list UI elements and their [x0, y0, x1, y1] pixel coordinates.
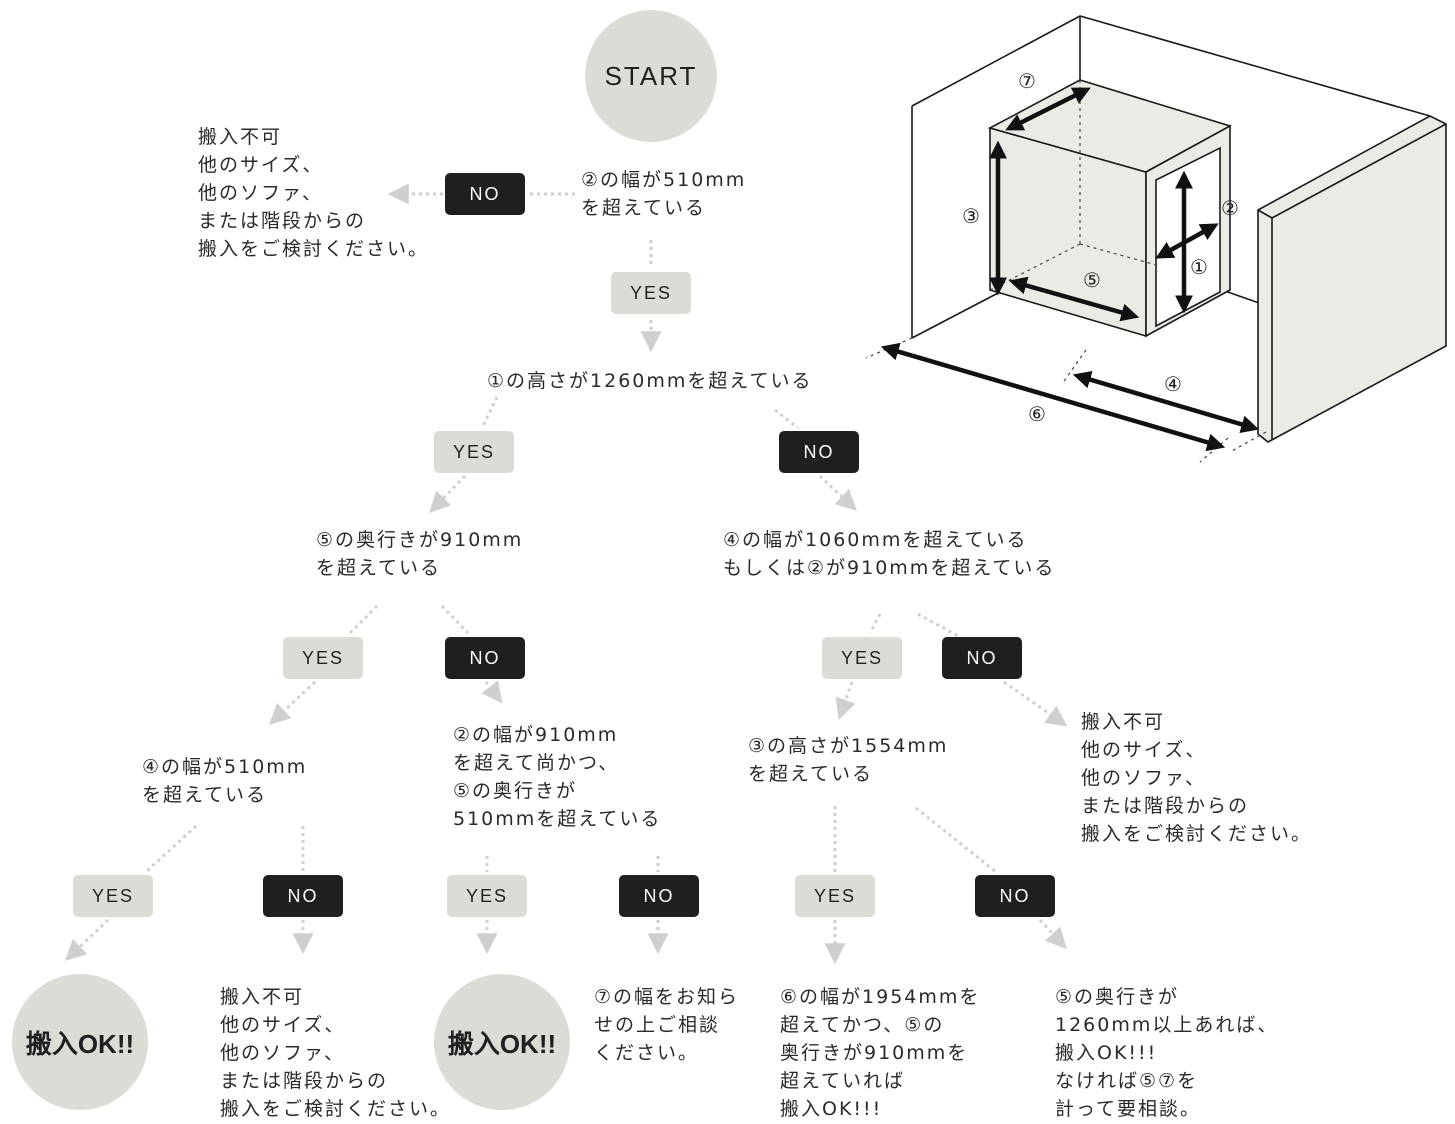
- label-2: ②: [1221, 196, 1239, 220]
- q6-yes-badge: YES: [447, 875, 527, 917]
- room-side-panel: [1257, 115, 1447, 443]
- q1-yes-badge: YES: [611, 272, 691, 314]
- q4-yes-badge: YES: [822, 637, 902, 679]
- question-7: ③の高さが1554mm を超えている: [748, 735, 949, 785]
- q6-no-result: ⑦の幅をお知ら せの上ご相談 ください。: [594, 986, 740, 1064]
- dimension-arrow-6: [880, 342, 1226, 452]
- dimension-arrow-2: [1155, 223, 1219, 259]
- label-5: ⑤: [1083, 268, 1101, 292]
- connector-q7-no: [1038, 918, 1067, 950]
- label-4: ④: [1164, 372, 1182, 396]
- connector-q4-no: [1003, 680, 1068, 727]
- question-5: ④の幅が510mm を超えている: [142, 756, 308, 806]
- q1-no-badge: NO: [445, 173, 525, 215]
- connector-q2-yes-in: [480, 396, 499, 429]
- connector-q7-no-in: [915, 806, 997, 874]
- q6-ok-node: 搬入OK!!: [434, 974, 570, 1110]
- connector-q2-no: [818, 474, 858, 511]
- label-3: ③: [962, 204, 980, 228]
- question-6: ②の幅が910mm を超えて尚かつ、 ⑤の奥行きが 510mmを超えている: [453, 724, 662, 830]
- connector-q3-yes: [268, 680, 317, 725]
- connector-q4-no-in: [917, 612, 959, 638]
- q7-yes-result: ⑥の幅が1954mmを 超えてかつ、⑤の 奥行きが910mmを 超えていれば 搬…: [780, 986, 981, 1120]
- q3-no-badge: NO: [445, 637, 525, 679]
- q1-no-result: 搬入不可 他のサイズ、 他のソファ、 または階段からの 搬入をご検討ください。: [198, 126, 430, 260]
- label-1: ①: [1190, 255, 1208, 279]
- q2-no-badge: NO: [779, 431, 859, 473]
- q6-no-badge: NO: [619, 875, 699, 917]
- q3-yes-badge: YES: [283, 637, 363, 679]
- q5-no-result: 搬入不可 他のサイズ、 他のソファ、 または階段からの 搬入をご検討ください。: [220, 986, 452, 1120]
- connector-q5-yes-in: [144, 824, 198, 874]
- connector-q2-yes: [429, 474, 467, 514]
- q7-yes-badge: YES: [795, 875, 875, 917]
- dimension-arrow-5: [1008, 276, 1140, 322]
- q5-yes-badge: YES: [73, 875, 153, 917]
- connector-q2-no-in: [774, 408, 799, 430]
- q7-no-badge: NO: [975, 875, 1055, 917]
- label-6: ⑥: [1028, 402, 1046, 426]
- connector-q5-yes: [64, 918, 110, 961]
- room-back-wall: [911, 15, 1431, 117]
- room-floor-left: [911, 291, 1001, 339]
- q2-yes-badge: YES: [434, 431, 514, 473]
- label-7: ⑦: [1018, 69, 1036, 93]
- room-floor-right: [1221, 289, 1263, 305]
- q7-no-result: ⑤の奥行きが 1260mm以上あれば、 搬入OK!!! なければ⑤⑦を 計って要…: [1055, 986, 1279, 1120]
- question-3: ⑤の奥行きが910mm を超えている: [316, 529, 524, 579]
- connector-q4-yes: [835, 681, 856, 720]
- dimension-arrow-7: [1005, 87, 1091, 131]
- question-1: ②の幅が510mm を超えている: [581, 169, 747, 219]
- q4-no-result: 搬入不可 他のサイズ、 他のソファ、 または階段からの 搬入をご検討ください。: [1081, 711, 1313, 845]
- start-node: START: [585, 10, 717, 142]
- q4-no-badge: NO: [942, 637, 1022, 679]
- q5-no-badge: NO: [263, 875, 343, 917]
- question-4: ④の幅が1060mmを超えている もしくは②が910mmを超えている: [723, 529, 1056, 579]
- q5-ok-node: 搬入OK!!: [12, 974, 148, 1110]
- question-2: ①の高さが1260mmを超えている: [487, 370, 813, 392]
